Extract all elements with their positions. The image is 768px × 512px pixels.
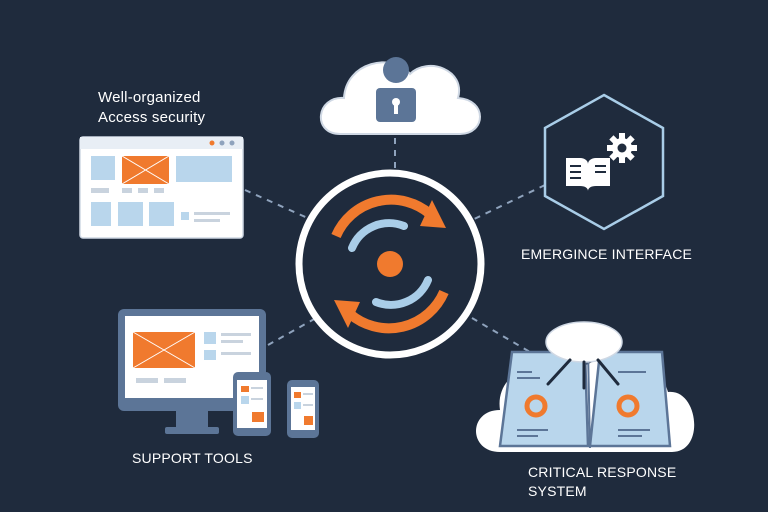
book-gear-icon bbox=[543, 93, 665, 231]
connector-critical bbox=[471, 317, 531, 353]
critical-label-line1: CRITICAL RESPONSE bbox=[528, 464, 677, 480]
connector-emergence bbox=[467, 184, 546, 223]
critical-label-line2: SYSTEM bbox=[528, 483, 587, 499]
critical-response-label: CRITICAL RESPONSE SYSTEM bbox=[528, 463, 728, 501]
connector-access bbox=[244, 189, 313, 221]
connector-support bbox=[267, 317, 317, 346]
connector-lines bbox=[244, 138, 546, 353]
access-security-label: Well-organized Access security bbox=[98, 88, 248, 128]
access-label-line2: Access security bbox=[98, 109, 206, 126]
sync-target-icon bbox=[295, 169, 485, 359]
emergence-interface-label: EMERGINCE INTERFACE bbox=[521, 246, 693, 262]
browser-window-icon bbox=[79, 136, 244, 239]
cloud-panels-icon bbox=[476, 321, 695, 452]
access-label-line1: Well-organized bbox=[98, 89, 201, 106]
support-tools-label: SUPPORT TOOLS bbox=[132, 450, 253, 466]
devices-icon bbox=[118, 309, 319, 438]
cloud-user-lock-icon bbox=[320, 57, 481, 135]
